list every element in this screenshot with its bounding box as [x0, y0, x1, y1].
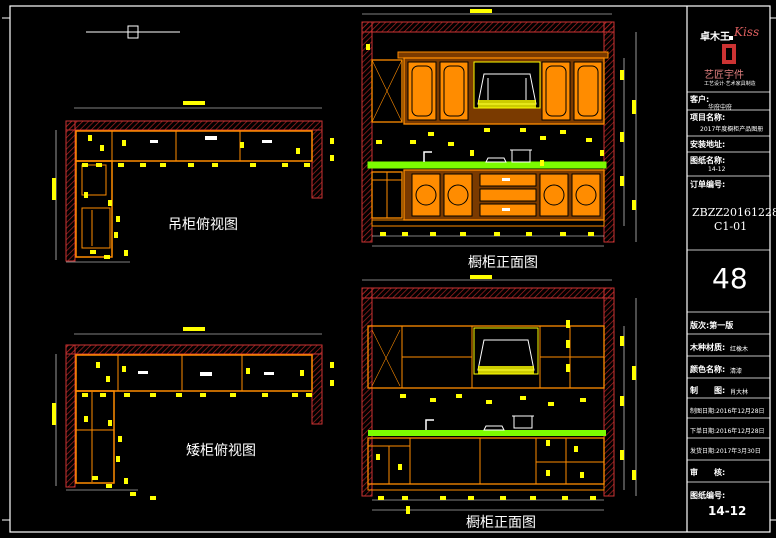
version-label: 版次:第一版	[690, 321, 734, 330]
project-value: 2017年度橱柜产品图册	[700, 126, 764, 133]
brand-seal: 艺匠宇件	[704, 70, 744, 81]
color-label: 颜色名称:	[690, 365, 726, 374]
drawing-no-value: 14-12	[708, 504, 747, 518]
sheet-number: 48	[712, 262, 748, 295]
material-value: 红橡木	[730, 346, 749, 353]
drawing-name-label: 图纸名称:	[690, 156, 726, 165]
project-label: 项目名称:	[690, 113, 726, 122]
lower-elevation	[361, 275, 637, 514]
drawing-no-label: 图纸编号:	[690, 491, 726, 500]
brand-small-print: 工艺设计·艺术家具制造	[704, 81, 756, 87]
base-cabinet-plan	[52, 327, 334, 500]
client-label: 客户:	[690, 95, 710, 104]
brand-logo-mark	[722, 36, 736, 64]
brand-name: 卓木王	[700, 32, 730, 43]
review-label: 审 核:	[690, 468, 726, 477]
issue-date: 下单日期:2016年12月28日	[690, 428, 765, 435]
drafter-label: 制 图:	[690, 386, 726, 395]
upper-elevation	[361, 9, 637, 247]
frame-corner-markers	[2, 17, 776, 521]
upper-elevation-label: 橱柜正面图	[468, 255, 538, 271]
scale-bar	[86, 25, 180, 39]
drawn-date: 制图日期:2016年12月28日	[690, 408, 765, 415]
drawing-frame	[9, 5, 771, 533]
client-value: 华府中府	[708, 104, 733, 111]
brand-script: Kiss	[734, 25, 760, 39]
color-value: 清漆	[730, 368, 743, 375]
address-label: 安装地址:	[690, 140, 726, 149]
drafter-value: 肖大林	[730, 389, 749, 396]
material-label: 木种材质:	[690, 343, 726, 352]
order-label: 订单编号:	[690, 180, 726, 189]
lower-elevation-label: 橱柜正面图	[466, 515, 536, 531]
upper-plan-label: 吊柜俯视图	[168, 217, 238, 233]
upper-cabinet-plan	[52, 101, 334, 263]
drawing-name-value: 14-12	[708, 166, 726, 173]
base-plan-label: 矮柜俯视图	[186, 443, 256, 459]
delivery-date: 发货日期:2017年3月30日	[690, 448, 761, 455]
order-suffix: C1-01	[714, 220, 748, 233]
title-block-grid	[687, 91, 770, 483]
order-number: ZBZZ20161228	[692, 206, 776, 219]
